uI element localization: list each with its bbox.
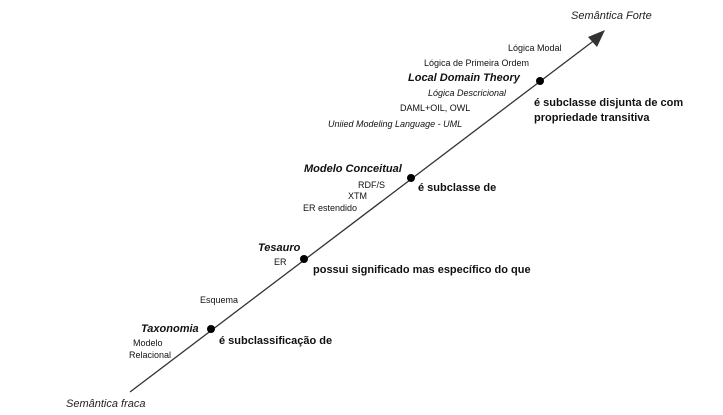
level-marker-dot	[407, 174, 415, 182]
relation-label: é subclasse de	[418, 182, 497, 194]
semantic-axis-line	[129, 35, 601, 393]
relation-label: possui significado mas específico do que	[313, 264, 531, 276]
level-marker-dot	[207, 325, 215, 333]
technology-label: DAML+OIL, OWL	[400, 103, 471, 113]
technology-label: Esquema	[200, 295, 239, 305]
technology-label: Relacional	[129, 350, 172, 360]
technology-label: XTM	[348, 191, 367, 201]
technology-label: ER estendido	[303, 203, 358, 213]
technology-label: Lógica de Primeira Ordem	[424, 58, 530, 68]
technology-label: RDF/S	[358, 180, 385, 190]
level-name-taxonomia: Taxonomia	[141, 323, 199, 335]
technology-label: Modelo	[133, 338, 163, 348]
technology-label: ER	[274, 257, 287, 267]
technology-label: Lógica Modal	[508, 43, 562, 53]
relation-label: é subclasse disjunta de com propriedade …	[534, 97, 684, 125]
level-name-local-domain-theory: Local Domain Theory	[408, 72, 520, 84]
level-name-modelo-conceitual: Modelo Conceitual	[304, 163, 402, 175]
relation-label: é subclassificação de	[219, 335, 333, 347]
technology-label: Uniied Modeling Language - UML	[328, 119, 463, 129]
strong-semantics-label: Semântica Forte	[571, 10, 652, 22]
level-marker-dot	[536, 77, 544, 85]
level-name-tesauro: Tesauro	[258, 242, 301, 254]
weak-semantics-label: Semântica fraca	[66, 398, 146, 410]
axis-arrowhead-icon	[588, 30, 605, 47]
level-marker-dot	[300, 255, 308, 263]
technology-label: Lógica Descricional	[428, 88, 507, 98]
